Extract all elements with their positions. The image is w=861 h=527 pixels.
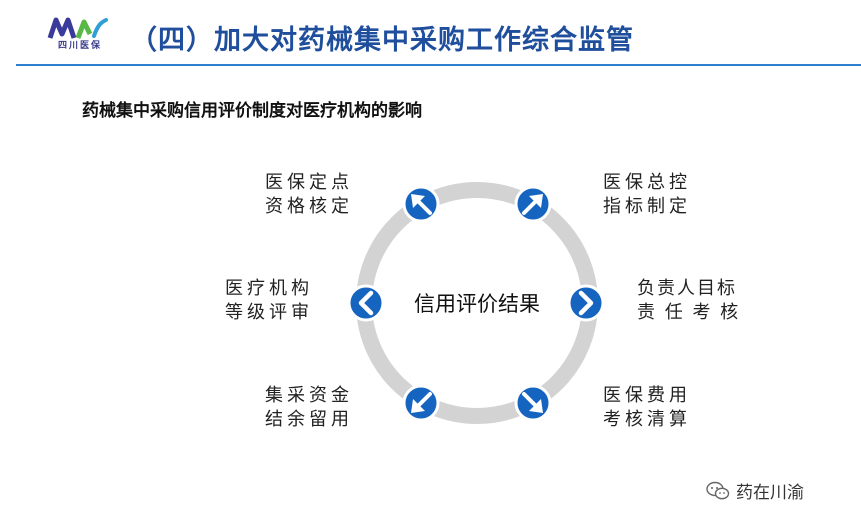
node-label-line2: 责 任 考 核	[637, 302, 741, 323]
node-label-line1: 医保总控	[603, 172, 691, 193]
node-label-top-right: 医保总控 指标制定	[603, 171, 691, 219]
title-divider	[16, 64, 861, 66]
node-label-line1: 集采资金	[265, 385, 353, 406]
node-label-line2: 资格核定	[265, 196, 353, 217]
node-circle-top-left	[402, 185, 440, 223]
node-circle-top-right	[514, 185, 552, 223]
node-label-line2: 考核清算	[603, 409, 691, 430]
node-circle-left	[347, 284, 385, 322]
node-label-line1: 医疗机构	[225, 278, 313, 299]
logo-text: 四川医保	[57, 41, 102, 51]
wechat-icon	[706, 481, 730, 499]
node-label-left: 医疗机构 等级评审	[225, 277, 313, 325]
node-label-line1: 负责人目标	[637, 278, 737, 299]
node-label-right: 负责人目标 责 任 考 核	[637, 277, 740, 325]
node-label-top-left: 医保定点 资格核定	[265, 171, 353, 219]
node-circle-right	[567, 284, 605, 322]
slide-title: （四）加大对药械集中采购工作综合监管	[130, 25, 634, 56]
chevron-left-icon	[358, 290, 374, 316]
chevron-right-icon	[578, 290, 594, 316]
center-label: 信用评价结果	[414, 292, 540, 316]
node-label-line2: 等级评审	[225, 302, 313, 323]
node-label-bottom-right: 医保费用 考核清算	[603, 384, 691, 432]
node-label-line1: 医保费用	[603, 385, 691, 406]
watermark-text: 药在川渝	[736, 483, 804, 503]
slide-subtitle: 药械集中采购信用评价制度对医疗机构的影响	[82, 101, 422, 121]
node-circle-bottom-right	[514, 384, 552, 422]
watermark: 药在川渝	[706, 478, 804, 503]
node-label-line1: 医保定点	[265, 172, 353, 193]
node-circle-bottom-left	[402, 384, 440, 422]
node-label-line2: 结余留用	[265, 409, 353, 430]
node-label-bottom-left: 集采资金 结余留用	[265, 384, 353, 432]
sichuan-medical-insurance-logo	[47, 17, 108, 39]
node-label-line2: 指标制定	[603, 196, 691, 217]
